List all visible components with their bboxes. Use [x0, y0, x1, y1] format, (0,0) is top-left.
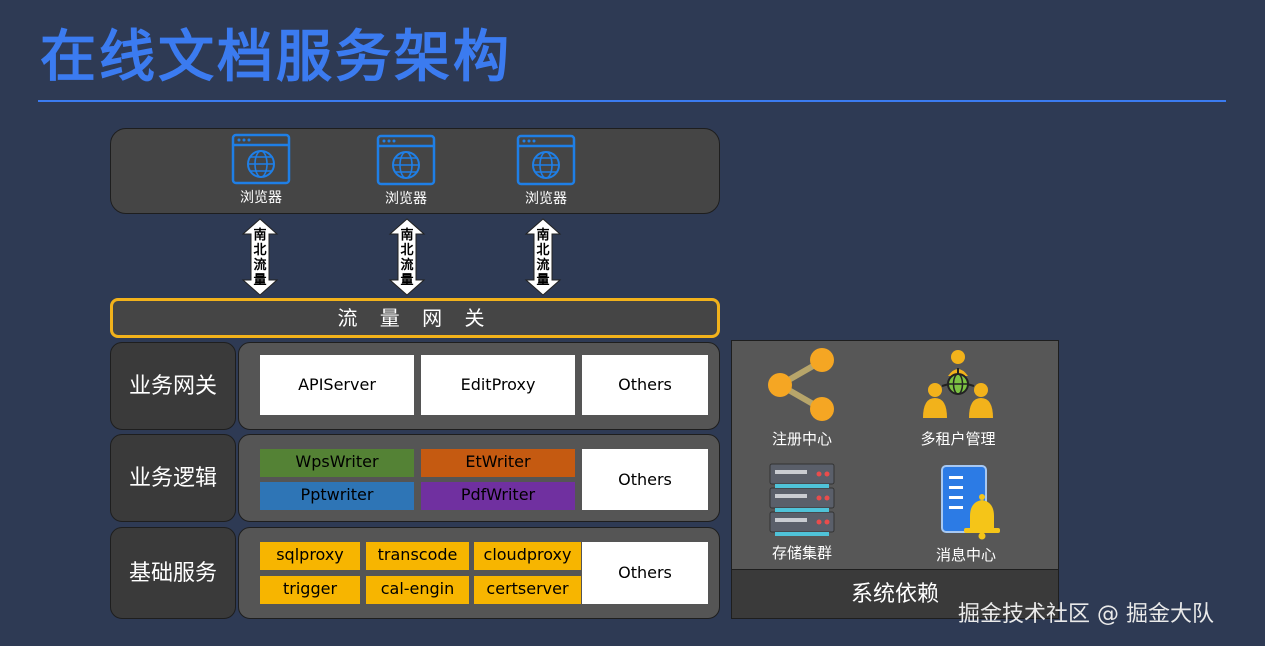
double-arrow-icon: [524, 218, 562, 296]
trigger-box: trigger: [260, 576, 360, 604]
browser-client-3: 浏览器: [511, 134, 581, 208]
dependency-label: 注册中心: [771, 430, 832, 448]
wpswriter-box: WpsWriter: [260, 449, 414, 477]
apiserver-box: APIServer: [260, 355, 414, 415]
others-box: Others: [582, 355, 708, 415]
browser-label: 浏览器: [385, 191, 427, 207]
browser-icon: [376, 134, 436, 186]
arrow-char: 南: [536, 228, 550, 243]
double-arrow-icon: [388, 218, 426, 296]
share-icon: [768, 348, 834, 421]
arrow-char: 量: [400, 273, 414, 288]
watermark-text: 掘金技术社区 @ 掘金大队: [958, 602, 1214, 627]
dependency-label: 存储集群: [771, 544, 832, 562]
etwriter-box: EtWriter: [421, 449, 575, 477]
page-title: 在线文档服务架构: [40, 25, 512, 90]
cloudproxy-box: cloudproxy: [474, 542, 581, 570]
transcode-box: transcode: [366, 542, 469, 570]
browser-label: 浏览器: [525, 191, 567, 207]
pdfwriter-box: PdfWriter: [421, 482, 575, 510]
north-south-traffic-arrow: 南 北 流 量: [387, 218, 427, 296]
pptwriter-box: Pptwriter: [260, 482, 414, 510]
system-dependencies-label: 系统依赖: [731, 569, 1059, 619]
arrow-char: 南: [400, 228, 414, 243]
editproxy-box: EditProxy: [421, 355, 575, 415]
arrow-char: 流: [253, 258, 267, 273]
browser-icon: [231, 133, 291, 185]
title-divider: [38, 100, 1226, 102]
arrow-char: 量: [536, 273, 550, 288]
arrow-char: 流: [400, 258, 414, 273]
traffic-gateway: 流 量 网 关: [110, 298, 720, 338]
row-label-business-logic: 业务逻辑: [110, 434, 236, 522]
row-label-business-gateway: 业务网关: [110, 342, 236, 430]
double-arrow-icon: [241, 218, 279, 296]
multi-tenant-management: 多租户管理: [908, 346, 1008, 449]
dependency-label: 消息中心: [935, 546, 996, 564]
cal-engin-box: cal-engin: [366, 576, 469, 604]
registry-center: 注册中心: [752, 346, 852, 449]
browser-icon: [516, 134, 576, 186]
notification-bell-icon: [941, 465, 1000, 540]
others-box: Others: [582, 449, 708, 510]
others-box: Others: [582, 542, 708, 604]
server-rack-icon: [769, 463, 835, 536]
message-center: 消息中心: [916, 464, 1016, 565]
storage-cluster: 存储集群: [752, 462, 852, 563]
north-south-traffic-arrow: 南 北 流 量: [523, 218, 563, 296]
browser-label: 浏览器: [240, 190, 282, 206]
browser-layer: [110, 128, 720, 214]
arrow-char: 北: [400, 243, 414, 258]
browser-client-1: 浏览器: [226, 133, 296, 207]
arrow-char: 北: [253, 243, 267, 258]
arrow-char: 南: [253, 228, 267, 243]
north-south-traffic-arrow: 南 北 流 量: [240, 218, 280, 296]
sqlproxy-box: sqlproxy: [260, 542, 360, 570]
browser-client-2: 浏览器: [371, 134, 441, 208]
tenants-globe-icon: [923, 350, 993, 418]
arrow-char: 流: [536, 258, 550, 273]
certserver-box: certserver: [474, 576, 581, 604]
arrow-char: 北: [536, 243, 550, 258]
dependency-label: 多租户管理: [920, 430, 996, 448]
row-label-base-services: 基础服务: [110, 527, 236, 619]
arrow-char: 量: [253, 273, 267, 288]
